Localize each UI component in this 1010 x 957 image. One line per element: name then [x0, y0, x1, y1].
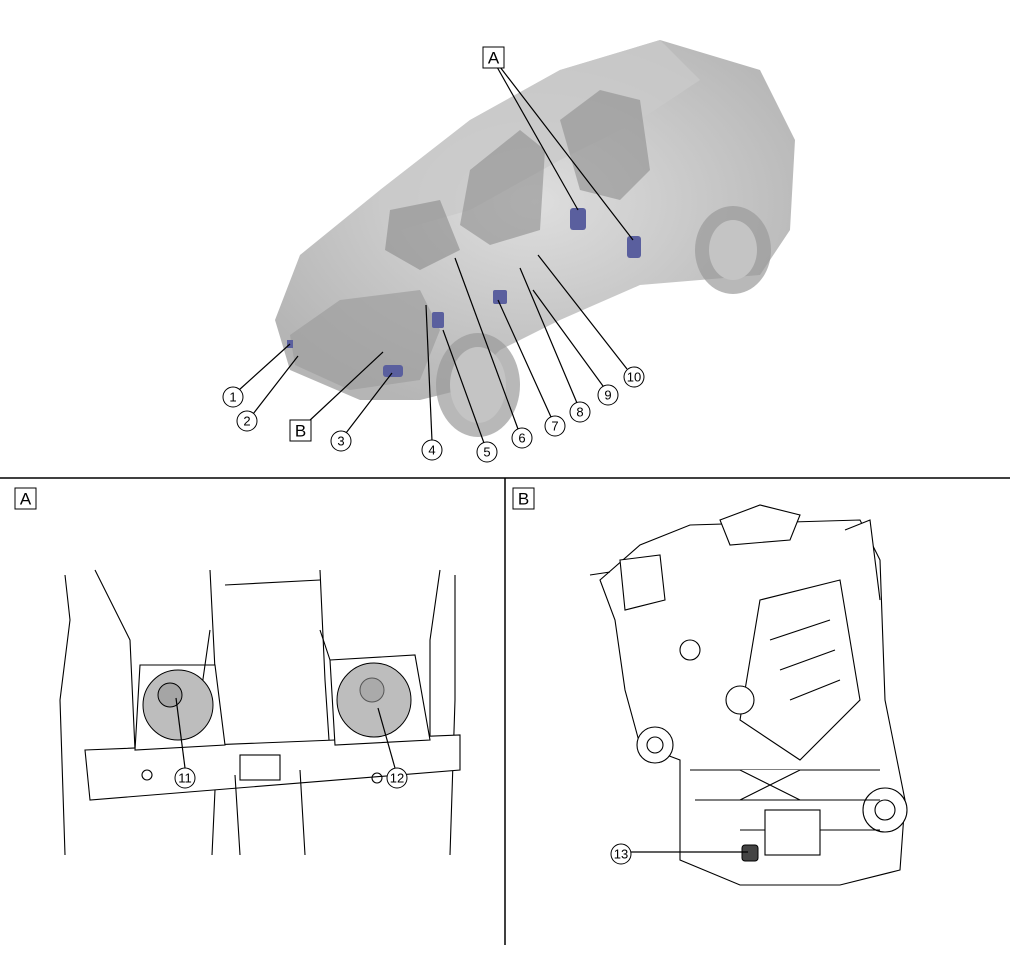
panel-a-leaders: [175, 697, 396, 769]
callout-12: 12: [386, 767, 408, 789]
engine-illustration: [589, 504, 908, 886]
panel-a-box-label: A: [14, 487, 37, 510]
speaker-front-right: [336, 662, 412, 738]
svg-text:3: 3: [337, 434, 344, 449]
svg-text:4: 4: [428, 443, 435, 458]
svg-text:8: 8: [576, 405, 583, 420]
callout-4: 4: [421, 439, 443, 461]
svg-text:7: 7: [551, 419, 558, 434]
callout-7: 7: [544, 415, 566, 437]
callout-13: 13: [610, 843, 632, 865]
callout-9: 9: [597, 384, 619, 406]
svg-text:A: A: [20, 490, 32, 509]
callout-5: 5: [476, 441, 498, 463]
svg-text:2: 2: [243, 414, 250, 429]
callout-10: 10: [623, 366, 645, 388]
svg-text:11: 11: [178, 771, 192, 786]
svg-text:10: 10: [627, 370, 641, 385]
leader-lines: [238, 66, 634, 444]
callout-2: 2: [236, 410, 258, 432]
svg-text:6: 6: [518, 431, 525, 446]
svg-text:13: 13: [614, 847, 628, 862]
callout-8: 8: [569, 401, 591, 423]
box-label-a: A: [482, 46, 505, 69]
callout-6: 6: [511, 427, 533, 449]
speaker-front-left: [142, 669, 214, 741]
svg-text:B: B: [518, 490, 529, 509]
svg-text:12: 12: [390, 771, 404, 786]
svg-text:A: A: [488, 49, 500, 68]
highlighted-components: [287, 208, 641, 377]
box-label-b: B: [289, 419, 312, 442]
svg-text:B: B: [295, 422, 306, 441]
svg-text:9: 9: [604, 388, 611, 403]
engine-sensor: [741, 844, 759, 862]
callout-3: 3: [330, 430, 352, 452]
callout-1: 1: [222, 386, 244, 408]
callout-11: 11: [174, 767, 196, 789]
svg-text:5: 5: [483, 445, 490, 460]
panel-b-box-label: B: [512, 487, 535, 510]
svg-text:1: 1: [229, 390, 236, 405]
vehicle-illustration: [275, 40, 795, 437]
